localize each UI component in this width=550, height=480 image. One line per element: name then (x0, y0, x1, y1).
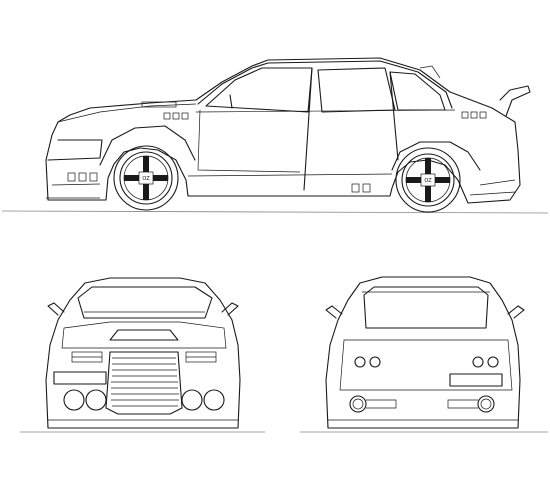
side-ground-line (1, 210, 549, 214)
side-front-fender-flare (99, 125, 196, 166)
rear-left-taillights (354, 356, 381, 368)
side-front-window (205, 67, 313, 113)
side-rear-door-window (317, 67, 396, 113)
rear-number-plate (449, 373, 503, 387)
front-number-plate (53, 371, 107, 385)
front-right-headlight (185, 351, 217, 363)
side-vent-sill (351, 183, 371, 193)
rear-left-exhaust (349, 395, 397, 413)
side-vent-front (163, 112, 189, 120)
rear-right-exhaust (447, 395, 495, 413)
rear-body-outline (325, 276, 521, 429)
side-front-wheel-badge: OZ (142, 176, 150, 182)
side-front-wheel: OZ (113, 145, 179, 211)
side-hood-vent (141, 101, 177, 108)
side-rear-wheel-badge: OZ (424, 178, 432, 184)
front-left-headlight (71, 351, 103, 363)
side-view: OZ OZ (1, 57, 549, 214)
side-b-pillar (303, 67, 313, 191)
side-vent-rear (461, 111, 487, 119)
rear-left-mirror (325, 305, 343, 319)
side-rear-fender-flare (391, 141, 481, 171)
rear-hatch (339, 339, 513, 391)
front-windshield (77, 286, 213, 319)
side-rear-window (389, 71, 446, 111)
side-front-bumper (47, 139, 103, 161)
front-hood (61, 321, 227, 349)
front-left-foglights (63, 389, 107, 411)
side-mirror (229, 94, 233, 109)
side-body-outline (45, 57, 521, 204)
side-rear-diffuser (469, 179, 516, 196)
side-hood (57, 103, 197, 123)
front-right-foglights (181, 389, 225, 411)
rear-right-mirror (507, 305, 525, 319)
side-rear-wing (499, 85, 531, 117)
side-beltline (195, 109, 456, 113)
side-sill-line (187, 173, 393, 177)
rear-right-taillights (472, 356, 499, 368)
front-body-outline (45, 277, 241, 429)
front-left-mirror (47, 302, 65, 316)
side-c-pillar (389, 71, 399, 161)
front-grille (105, 351, 183, 415)
front-right-mirror (221, 302, 239, 316)
side-vent-bumper (67, 172, 98, 182)
rear-view (300, 276, 548, 433)
side-rear-wheel: OZ (395, 147, 461, 213)
front-hood-scoop (109, 329, 179, 341)
front-view (20, 277, 265, 433)
side-door-bottom (197, 109, 301, 173)
side-greenhouse (197, 60, 453, 109)
side-roof-spoiler (419, 65, 441, 79)
side-front-splitter (46, 183, 101, 199)
rear-window (363, 286, 489, 329)
